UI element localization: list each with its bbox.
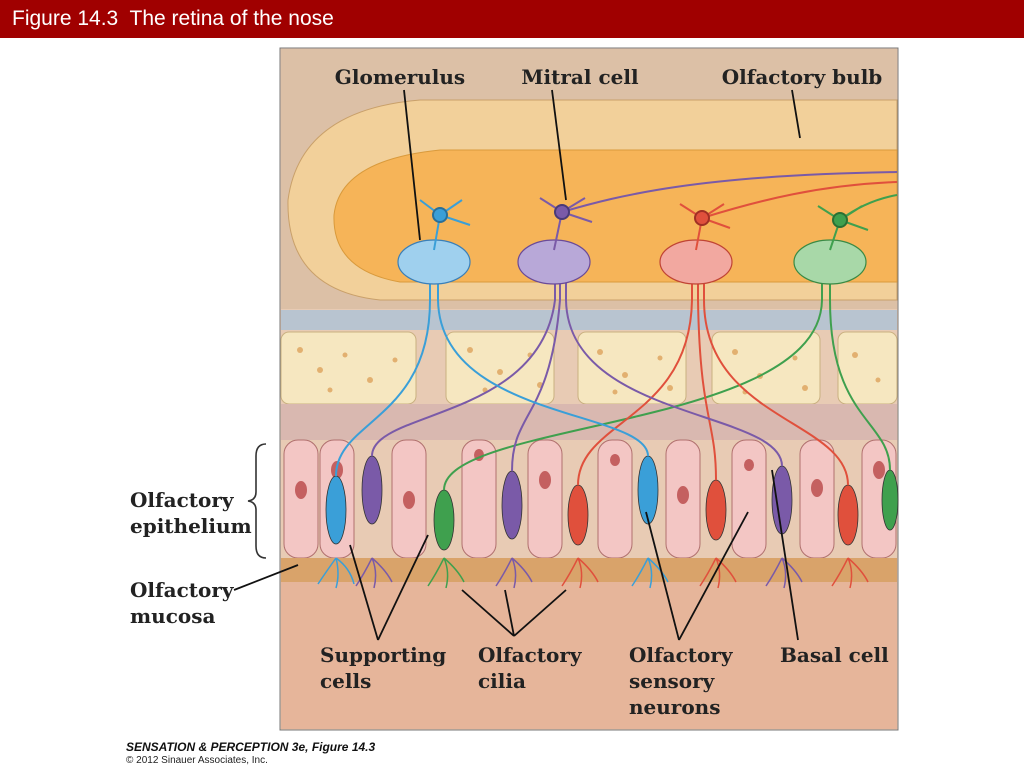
label-sensory-line1: Olfactory bbox=[629, 643, 734, 667]
axons bbox=[335, 265, 891, 491]
leader-lines bbox=[233, 89, 801, 641]
lamina-band bbox=[281, 404, 897, 440]
lower-tissue bbox=[281, 582, 897, 729]
label-supporting-line1: Supporting bbox=[320, 643, 446, 667]
mitral-cells bbox=[419, 171, 898, 251]
label-basal-cell: Basal cell bbox=[780, 643, 889, 667]
epithelium-cells bbox=[283, 439, 897, 559]
glomeruli bbox=[397, 239, 867, 285]
figure-title: Figure 14.3 The retina of the nose bbox=[12, 7, 334, 30]
label-olfactory-bulb: Olfactory bulb bbox=[722, 65, 883, 89]
sensory-neurons bbox=[325, 455, 899, 551]
epithelium-bracket bbox=[247, 443, 267, 559]
label-mucosa-line2: mucosa bbox=[130, 604, 215, 628]
book-credit: SENSATION & PERCEPTION 3e, Figure 14.3 bbox=[126, 740, 376, 754]
label-cilia-line1: Olfactory bbox=[478, 643, 583, 667]
cell-nuclei bbox=[295, 449, 885, 509]
label-epithelium-line2: epithelium bbox=[130, 514, 252, 538]
copyright-text: © 2012 Sinauer Associates, Inc. bbox=[126, 755, 268, 766]
label-epithelium-line1: Olfactory bbox=[130, 488, 235, 512]
label-sensory-line2: sensory bbox=[629, 669, 716, 693]
label-mitral-cell: Mitral cell bbox=[521, 65, 639, 89]
label-supporting-line2: cells bbox=[320, 669, 371, 693]
label-glomerulus: Glomerulus bbox=[335, 65, 465, 89]
label-cilia-line2: cilia bbox=[478, 669, 526, 693]
bone-plate bbox=[280, 331, 898, 405]
label-sensory-line3: neurons bbox=[629, 695, 720, 719]
membrane-band bbox=[281, 310, 897, 330]
title-bar: Figure 14.3 The retina of the nose bbox=[0, 0, 1024, 38]
label-mucosa-line1: Olfactory bbox=[130, 578, 235, 602]
olfactory-cilia bbox=[317, 557, 869, 589]
